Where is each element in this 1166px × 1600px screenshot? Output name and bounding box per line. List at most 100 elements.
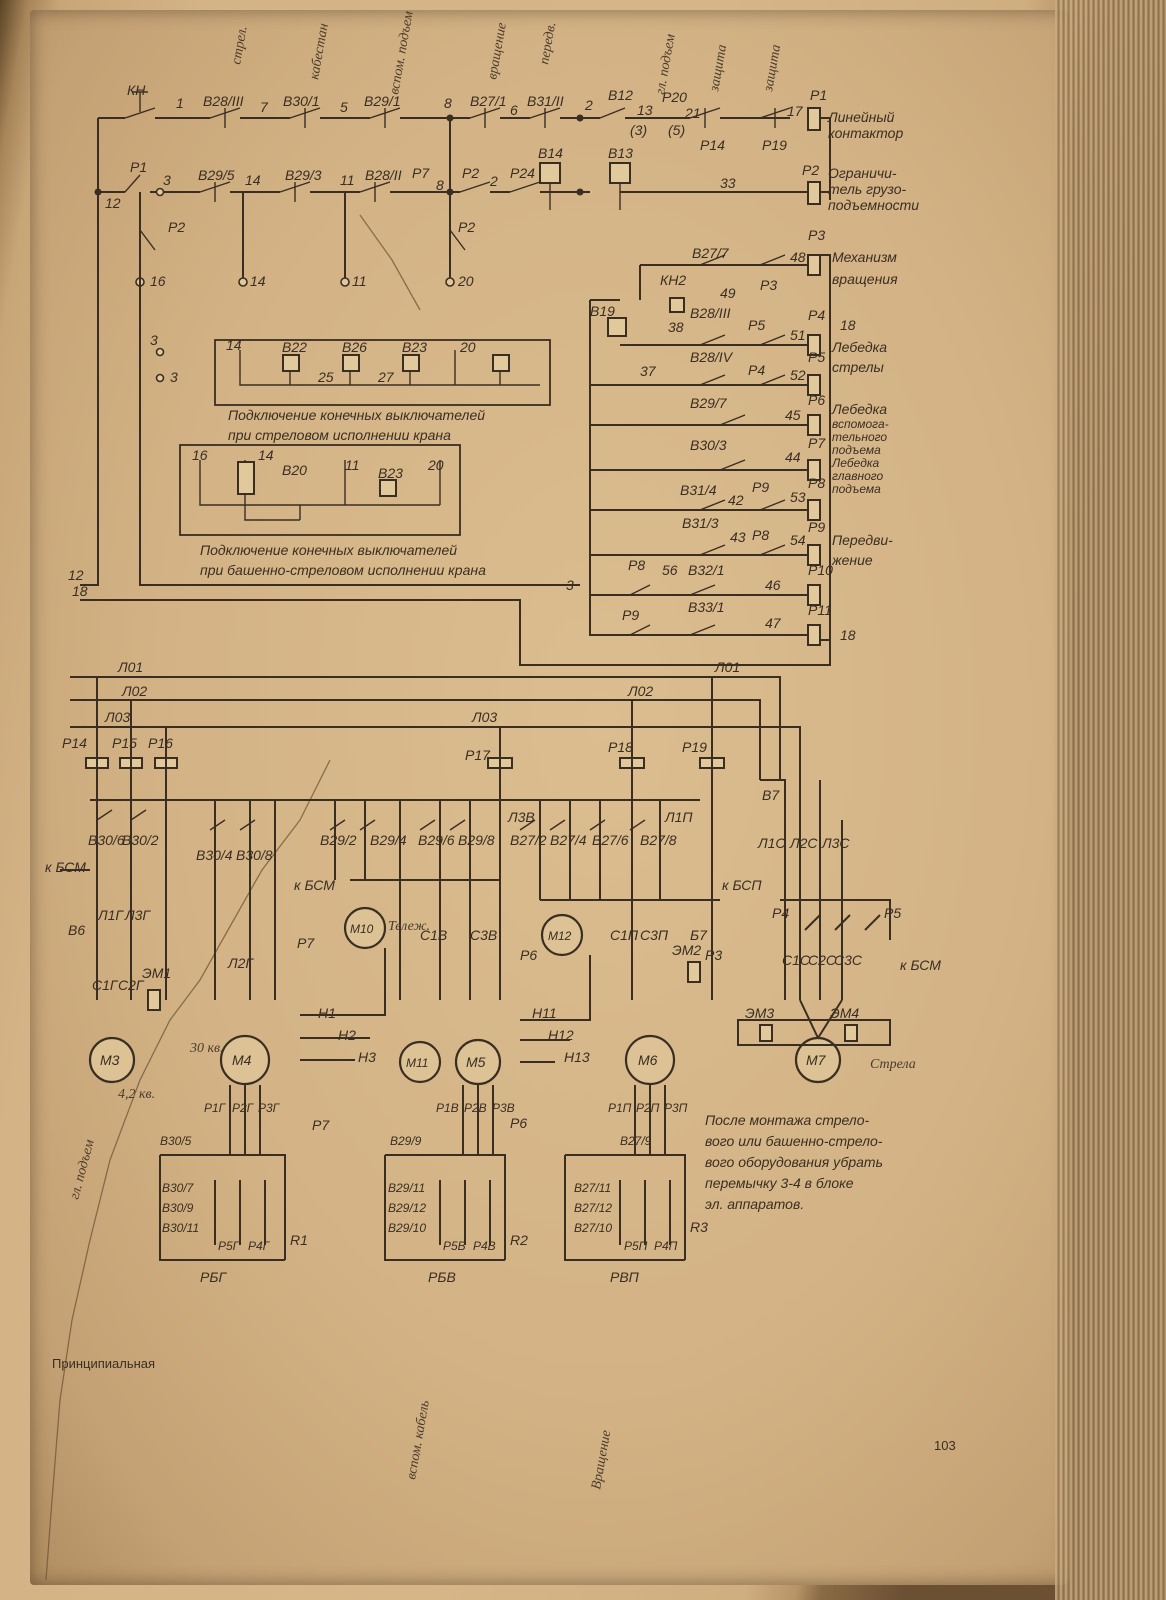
label-n37: 37: [640, 363, 657, 379]
row-p3: [639, 264, 808, 300]
n-lines: [300, 948, 591, 1063]
label-b30-4: В30/4: [196, 847, 233, 863]
footer-caption: Принципиальная: [52, 1356, 155, 1371]
feeders-mid: [499, 677, 713, 1000]
em3-em4-box: [737, 1019, 891, 1046]
label-n8: 8: [444, 95, 452, 111]
note-line-5: эл. аппаратов.: [705, 1196, 804, 1212]
label-lo1-r: Л01: [714, 659, 740, 675]
label-n21: 21: [684, 105, 701, 121]
note-line-2: вого или башенно-стрело-: [705, 1133, 883, 1149]
label-n18-r2: 18: [840, 627, 856, 643]
right-coil-bus: [820, 254, 831, 641]
hand-note-3: вспом. подъем: [387, 10, 416, 96]
p5-contacts: [780, 899, 891, 940]
coil-p4: [807, 334, 821, 356]
resistor-r1: [159, 1154, 286, 1261]
label-n5b: (5): [668, 122, 685, 138]
box2-n14: 14: [258, 447, 274, 463]
label-kn: КН: [127, 82, 146, 98]
label-p16: Р16: [148, 735, 173, 751]
book-page-edges: [1055, 0, 1166, 1600]
left-rail: [80, 118, 99, 586]
label-b30-2: В30/2: [122, 832, 159, 848]
label-b19: В19: [590, 303, 615, 319]
side-boom-1: Лебедка: [831, 339, 887, 355]
label-m3: М3: [100, 1052, 120, 1068]
label-p9-contact: Р9: [752, 479, 769, 495]
contact-b29-1: [369, 107, 401, 128]
box1-n14: 14: [226, 337, 242, 353]
right-rail: [820, 117, 831, 200]
button-kn2: [669, 297, 685, 313]
label-n18-bottom: 18: [72, 583, 88, 599]
label-s3s: С3С: [834, 952, 863, 968]
control-circuit: [80, 91, 831, 666]
label-b30-5: В30/5: [160, 1134, 192, 1148]
hand-note-12: Стрела: [870, 1057, 916, 1072]
label-k-bsp: к БСП: [722, 877, 762, 893]
motor-m10: [343, 906, 387, 950]
bus-lo2: [70, 699, 761, 780]
label-p5-contact: Р5: [748, 317, 765, 333]
label-r5p: Р5П: [624, 1239, 648, 1253]
hand-note-1: стрел.: [229, 25, 251, 66]
label-b28-3: В28/III: [690, 305, 731, 321]
switch-b14: [539, 162, 561, 184]
label-b30-6: В30/6: [88, 832, 125, 848]
label-n33: 33: [720, 175, 736, 191]
side-aux-3: тельного: [832, 430, 887, 444]
label-s1g: С1Г: [92, 977, 119, 993]
label-r4g: Р4Г: [248, 1239, 271, 1253]
label-p14: Р14: [700, 137, 725, 153]
coil-p9: [807, 544, 821, 566]
hand-note-6: гл. подъем: [653, 33, 678, 96]
brake-em1: [147, 989, 161, 1011]
label-r1: R1: [290, 1232, 308, 1248]
brake-em2: [687, 961, 701, 983]
box1-b22: В22: [282, 339, 307, 355]
hand-note-9: Тележ.: [388, 919, 430, 934]
hand-note-11: 4,2 кв.: [118, 1087, 155, 1102]
label-r2g: Р2Г: [232, 1101, 255, 1115]
label-p17: Р17: [465, 747, 491, 763]
label-r1b: Р1В: [436, 1101, 459, 1115]
contact-p19: [759, 107, 791, 128]
label-b27-4: В27/4: [550, 832, 587, 848]
side-linear-1: Линейный: [827, 109, 895, 125]
label-n47: 47: [765, 615, 782, 631]
label-r2p: Р2П: [636, 1101, 660, 1115]
resistor-r2: [384, 1154, 506, 1261]
motor-m12: [540, 913, 584, 957]
label-kn2: КН2: [660, 272, 686, 288]
side-main-2: главного: [832, 469, 884, 483]
label-b31: В31/II: [527, 93, 564, 109]
label-p3-pw: Р3: [705, 947, 722, 963]
label-h1: Н1: [318, 1005, 336, 1021]
side-aux-4: подъема: [832, 443, 881, 457]
label-n48: 48: [790, 249, 806, 265]
label-b28-4: В28/IV: [690, 349, 734, 365]
label-b27-8: В27/8: [640, 832, 677, 848]
side-main-1: Лебедка: [831, 456, 879, 470]
coil-p5: [807, 374, 821, 396]
label-r2b: Р2В: [464, 1101, 487, 1115]
label-b30-8: В30/8: [236, 847, 273, 863]
box1-n25: 25: [317, 369, 334, 385]
label-p8-left: Р8: [628, 557, 645, 573]
switch-columns: [96, 809, 646, 831]
motor-m4: [219, 1034, 271, 1086]
label-r3b: Р3В: [492, 1101, 515, 1115]
label-b29-1: В29/1: [364, 93, 401, 109]
label-p8: Р8: [808, 475, 825, 491]
coil-p10: [807, 584, 821, 606]
contact-p2-16: [139, 229, 156, 251]
hand-note-13: вспом. кабель: [404, 1399, 433, 1480]
label-rbg: РБГ: [200, 1269, 227, 1285]
label-n56: 56: [662, 562, 678, 578]
label-p4-pw: Р4: [772, 905, 789, 921]
label-p15: Р15: [112, 735, 137, 751]
label-n5: 5: [340, 99, 348, 115]
side-aux-1: Лебедка: [831, 401, 887, 417]
label-p6-pw: Р6: [520, 947, 537, 963]
